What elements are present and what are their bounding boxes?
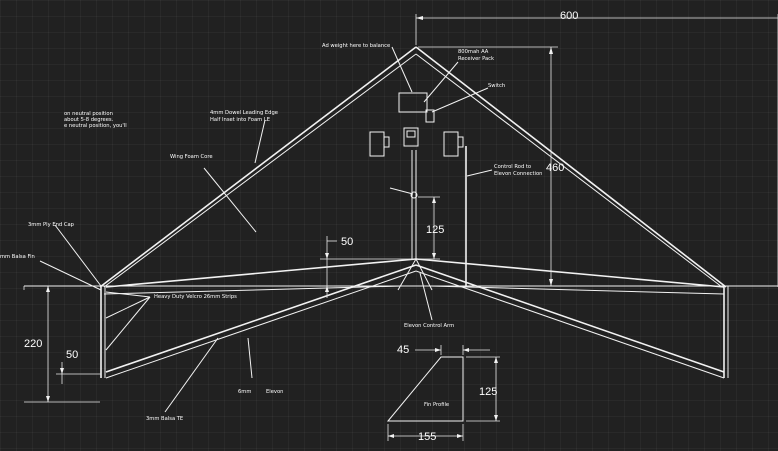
receiver-pack — [398, 92, 428, 113]
label-fin-profile: Fin Profile — [424, 402, 449, 408]
elevons — [100, 264, 729, 379]
label-foam-core: Wing Foam Core — [170, 154, 213, 160]
label-velcro: Heavy Duty Velcro 26mm Strips — [154, 294, 237, 300]
annotations: Ad weight here to balance 800mah AA Rece… — [0, 43, 542, 422]
dimension-texts: 600 460 125 50 220 50 45 125 155 — [24, 10, 578, 443]
electronics — [369, 92, 467, 287]
label-balsa-te: 3mm Balsa TE — [146, 416, 183, 422]
centre-spar — [389, 150, 418, 260]
label-receiver-pack-2: Receiver Pack — [458, 56, 494, 62]
dim-fin-gap: 50 — [341, 236, 353, 248]
servo-left — [369, 131, 385, 157]
dim-spar: 125 — [426, 224, 444, 236]
label-switch: Switch — [488, 83, 505, 89]
label-balsa-fin: mm Balsa Fin — [0, 254, 35, 260]
dim-fin-base: 155 — [418, 431, 436, 443]
label-neutral-2: about 5-8 degrees. — [64, 117, 114, 123]
dim-wingtip-offset: 50 — [66, 349, 78, 361]
label-receiver-pack: 800mah AA — [458, 49, 489, 55]
wing-outline — [24, 46, 778, 295]
dim-wingtip-height: 220 — [24, 338, 42, 350]
dimension-lines — [23, 14, 778, 403]
dim-span: 600 — [560, 10, 578, 22]
leader-lines — [39, 46, 493, 413]
label-dowel-2: Half Inset into Foam LE — [210, 117, 270, 123]
label-neutral-1: on neutral position — [64, 111, 113, 117]
receiver — [403, 127, 419, 147]
label-weight: Ad weight here to balance — [322, 43, 390, 49]
fin-profile — [386, 345, 500, 441]
dim-fin-height: 125 — [479, 386, 497, 398]
label-dowel: 4mm Dowel Leading Edge — [210, 110, 278, 116]
dim-fin-top: 45 — [397, 344, 409, 356]
switch-box — [425, 109, 435, 123]
label-control-rod-2: Elevon Connection — [494, 171, 542, 177]
label-elevon: Elevon — [266, 389, 283, 395]
dim-height: 460 — [546, 162, 564, 174]
label-control-arm: Elevon Control Arm — [404, 323, 454, 329]
label-elevon-6mm: 6mm — [238, 389, 251, 395]
servo-right — [443, 131, 459, 157]
label-control-rod: Control Rod to — [494, 164, 531, 170]
label-end-cap: 3mm Ply End Cap — [28, 222, 75, 228]
label-neutral-3: e neutral position, you'll — [64, 123, 127, 129]
